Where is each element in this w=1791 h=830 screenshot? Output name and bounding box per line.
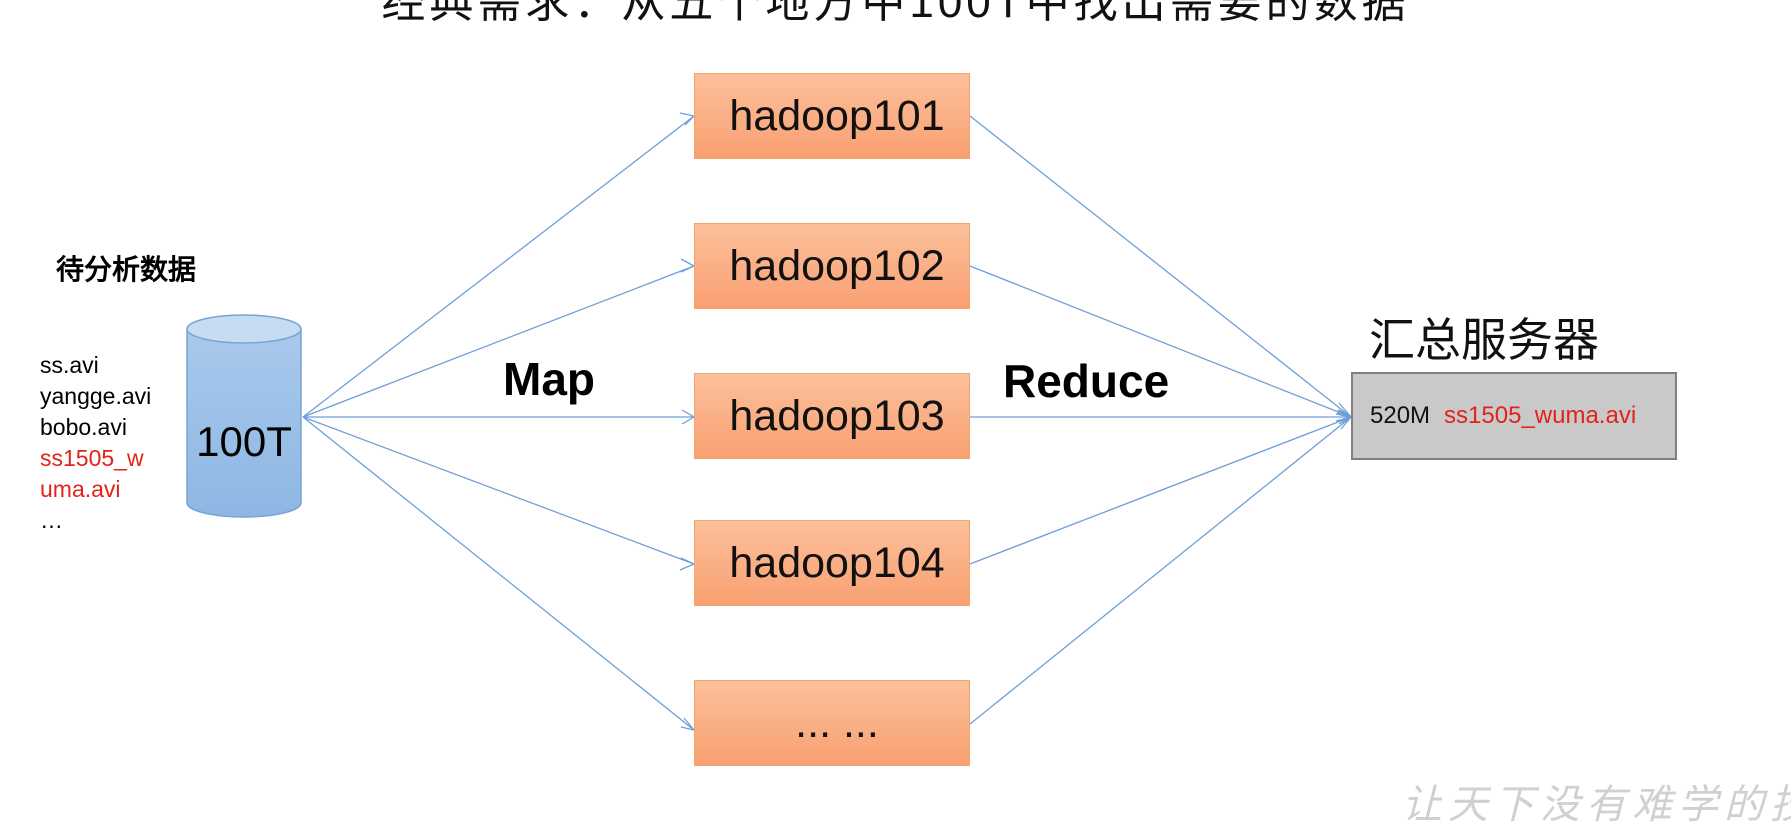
node-hadoop102: hadoop102 [694, 223, 970, 309]
map-arrow [302, 115, 695, 418]
watermark: 让天下没有难学的技术 [1402, 782, 1791, 828]
flow-arrows [302, 112, 1353, 732]
aggregation-server-box: 520M ss1505_wuma.avi [1351, 372, 1677, 460]
page-title: 经典需求：从五个地方中100T中找出需要的数据 [381, 0, 1410, 27]
reduce-arrow [969, 416, 1352, 565]
reduce-arrow [969, 265, 1352, 418]
map-arrow [302, 265, 695, 418]
file-item-highlight: uma.avi [40, 476, 121, 502]
data-source-label: 待分析数据 [56, 254, 197, 285]
map-arrow [302, 416, 695, 565]
file-item-ellipsis: … [40, 507, 63, 533]
map-arrow [302, 416, 695, 731]
arrowhead [679, 112, 696, 126]
file-item: bobo.avi [40, 414, 127, 440]
file-item-highlight: ss1505_w [40, 445, 144, 471]
database-cylinder-icon [186, 314, 302, 518]
result-file: ss1505_wuma.avi [1444, 402, 1637, 429]
storage-size-label: 100T [196, 418, 292, 465]
reduce-label: Reduce [1003, 355, 1170, 407]
server-title: 汇总服务器 [1369, 314, 1599, 366]
reduce-arrow [969, 115, 1352, 418]
node-hadoop103: hadoop103 [694, 373, 970, 459]
file-list: ss.avi yangge.avi bobo.avi ss1505_w uma.… [40, 350, 170, 536]
node-hadoop101: hadoop101 [694, 73, 970, 159]
result-size: 520M [1370, 402, 1431, 429]
node-hadoop104: hadoop104 [694, 520, 970, 606]
reduce-arrow [969, 416, 1352, 725]
node-more: ... ... [694, 680, 970, 766]
map-label: Map [503, 353, 595, 405]
file-item: yangge.avi [40, 383, 152, 409]
file-item: ss.avi [40, 352, 99, 378]
